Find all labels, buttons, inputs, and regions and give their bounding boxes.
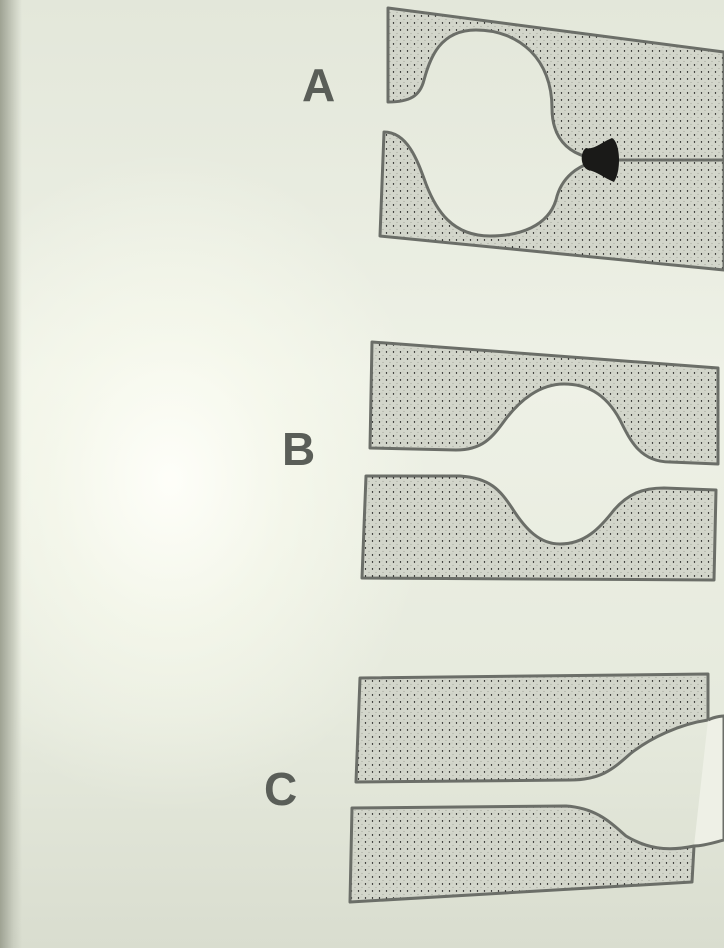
diagram-b-upper-block [370,342,718,464]
diagram-c-opening [694,716,724,846]
diagram-c [350,674,724,902]
diagram-c-lower-block [350,806,694,902]
diagram-a [380,8,724,270]
diagram-b [362,342,718,580]
label-a: A [302,62,336,108]
diagram-a-upper-block [388,8,724,160]
label-c: C [264,766,298,812]
diagram-c-upper-block [356,674,708,782]
diagram-b-lower-block [362,476,716,580]
label-b: B [282,426,316,472]
